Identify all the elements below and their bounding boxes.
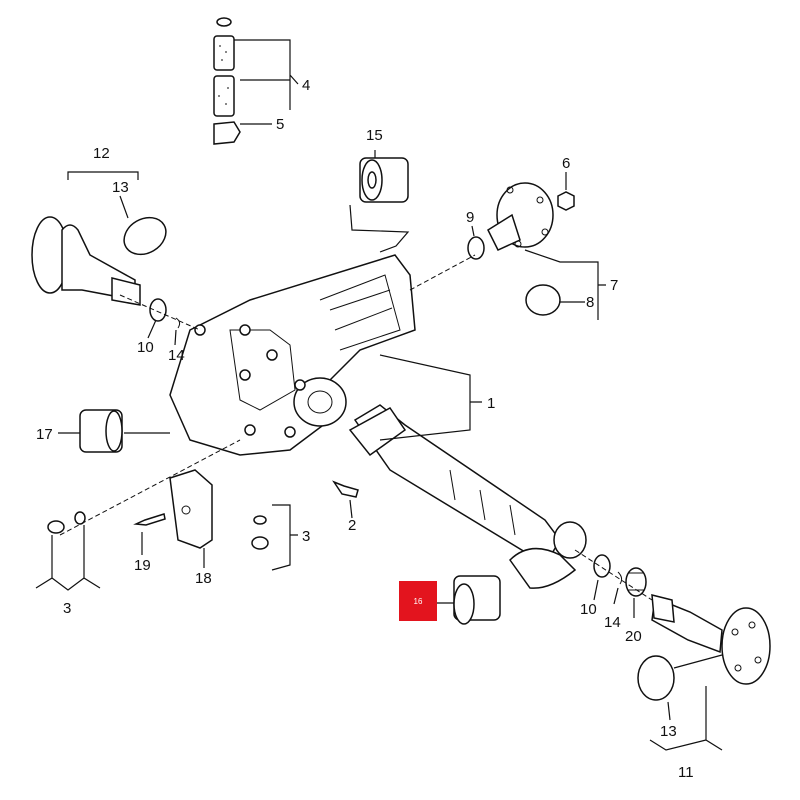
- callout-label: 8: [586, 294, 594, 311]
- highlight-label: 16: [413, 596, 423, 606]
- callout-label: 19: [134, 557, 151, 574]
- part-16-bushing: [453, 575, 501, 625]
- part-20-bearing-ring: [625, 567, 647, 597]
- callout-label: 17: [36, 426, 53, 443]
- callout-label: 14: [604, 614, 621, 631]
- leader-9: [471, 225, 475, 237]
- callout-label: 13: [112, 179, 129, 196]
- callout-label: 20: [625, 628, 642, 645]
- part-7-upper-output-flange: [487, 182, 554, 251]
- highlight-callout-16[interactable]: 16: [399, 581, 437, 621]
- leader-2: [349, 499, 353, 519]
- part-9-seal-upper: [467, 236, 485, 260]
- axis-line-right: [574, 549, 653, 601]
- callout-label: 14: [168, 347, 185, 364]
- part-3-drain-plug-center: [251, 515, 269, 550]
- axis-line-upper: [409, 254, 476, 291]
- callout-label: 9: [466, 209, 474, 226]
- callout-label: 4: [302, 77, 310, 94]
- part-4-filter-stack: [213, 17, 241, 145]
- part-8-seal-ring-upper: [525, 284, 561, 316]
- callout-label: 3: [302, 528, 310, 545]
- part-16-sleeve-shell: [509, 547, 577, 589]
- part-6-nut: [557, 191, 575, 211]
- callout-label: 6: [562, 155, 570, 172]
- bracket-11: [649, 686, 723, 751]
- bracket-3a: [35, 525, 101, 591]
- callout-label: 12: [93, 145, 110, 162]
- part-2-bolt: [332, 480, 359, 498]
- part-14-circlip-left: [175, 317, 181, 329]
- part-15-bushing: [359, 157, 409, 203]
- callout-label: 3: [63, 600, 71, 617]
- part-17-bushing: [79, 409, 123, 453]
- leader-13a: [119, 195, 129, 219]
- part-18-mount-block: [169, 469, 213, 549]
- leader-13b2: [673, 654, 723, 669]
- part-13-seal-ring-right: [637, 655, 675, 701]
- callout-label: 10: [580, 601, 597, 618]
- leader-10b: [593, 579, 599, 601]
- callout-label: 1: [487, 395, 495, 412]
- callout-label: 7: [610, 277, 618, 294]
- callout-label: 11: [678, 764, 694, 781]
- callout-label: 10: [137, 339, 154, 356]
- bracket-12: [67, 171, 139, 180]
- callout-label: 5: [276, 116, 284, 133]
- part-3-drain-plug-left: [47, 511, 86, 534]
- part-11-right-drive-flange: [651, 594, 771, 685]
- callout-label: 2: [348, 517, 356, 534]
- leader-10a: [147, 319, 157, 339]
- bracket-7: [524, 249, 606, 320]
- bracket-15: [349, 204, 410, 253]
- leader-14b: [613, 587, 619, 605]
- callout-label: 18: [195, 570, 212, 587]
- leader-13b: [667, 701, 671, 721]
- leader-14a: [174, 329, 177, 346]
- part-10-seal-right: [593, 554, 611, 578]
- part-13-seal-ring-left: [123, 216, 167, 256]
- callout-label: 13: [660, 723, 677, 740]
- part-14-circlip-right: [617, 571, 623, 585]
- part-1-axle-housing: [169, 254, 587, 561]
- leader-4: [234, 39, 299, 110]
- callout-label: 15: [366, 127, 383, 144]
- axis-line-lower: [59, 439, 241, 536]
- part-19-bolt: [133, 513, 166, 526]
- part-12-left-drive-flange: [31, 216, 141, 306]
- part-10-seal-left: [149, 298, 167, 322]
- bracket-1: [379, 354, 482, 441]
- axis-line-left: [119, 294, 201, 331]
- bracket-3b: [271, 504, 298, 571]
